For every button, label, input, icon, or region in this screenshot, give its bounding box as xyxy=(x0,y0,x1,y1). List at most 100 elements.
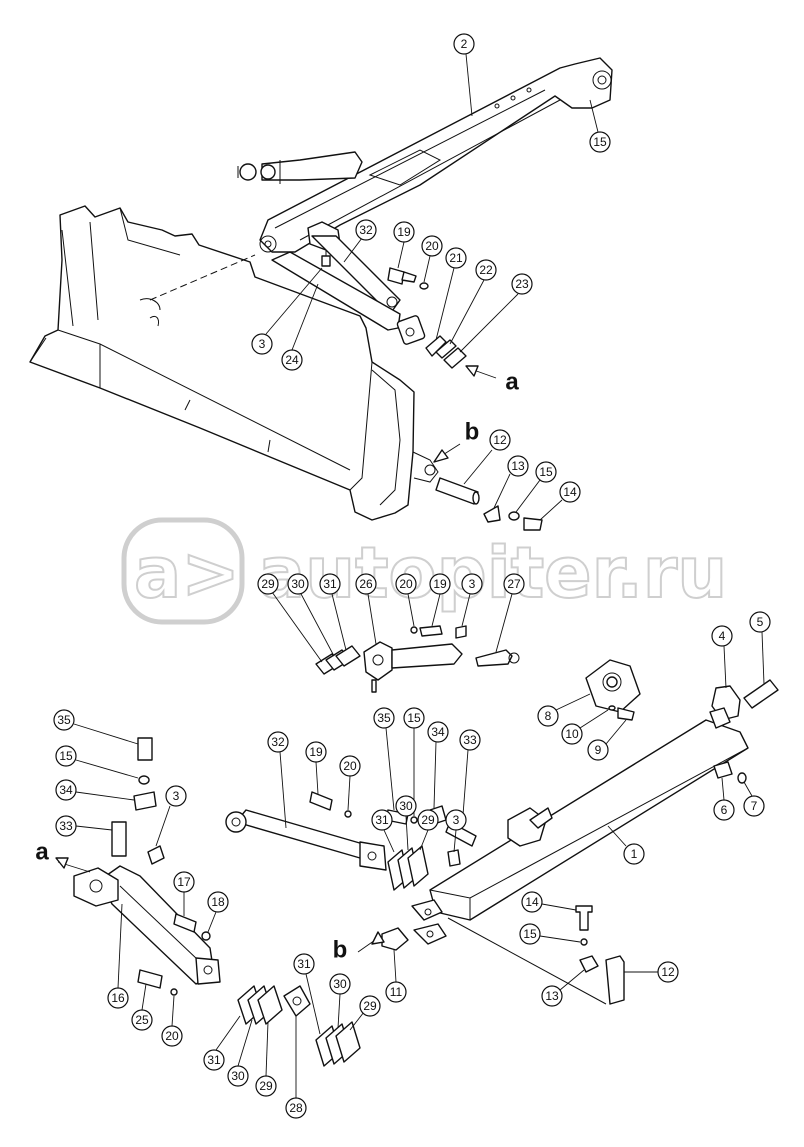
callout-2: 2 xyxy=(453,33,475,117)
svg-text:29: 29 xyxy=(421,813,435,827)
svg-text:11: 11 xyxy=(390,985,403,999)
bracket-8 xyxy=(585,659,641,721)
brace-upper xyxy=(271,235,426,345)
callout-15-left: 15 xyxy=(55,745,139,779)
svg-text:3: 3 xyxy=(453,813,460,827)
bolt-14-lower xyxy=(575,905,593,931)
lower-assembly: a b xyxy=(35,659,779,1067)
svg-text:31: 31 xyxy=(297,957,311,971)
svg-text:1: 1 xyxy=(631,847,638,861)
washer-20-lower-left xyxy=(170,988,178,996)
callout-20-lower: 20 xyxy=(339,755,361,811)
ref-letter-a-upper: a xyxy=(505,369,519,396)
svg-text:3: 3 xyxy=(173,789,180,803)
callout-35-left: 35 xyxy=(53,709,139,745)
callout-18: 18 xyxy=(207,891,229,933)
callout-13-lower: 13 xyxy=(541,969,585,1007)
svg-text:12: 12 xyxy=(661,965,675,979)
svg-text:31: 31 xyxy=(375,813,389,827)
callout-34-left: 34 xyxy=(55,779,135,801)
frame-arm xyxy=(259,57,613,253)
watermark-text: autopiter.ru xyxy=(258,532,727,614)
svg-text:19: 19 xyxy=(397,225,411,239)
svg-text:9: 9 xyxy=(595,743,602,757)
callout-4: 4 xyxy=(711,625,733,689)
callout-20-upper: 20 xyxy=(421,235,443,283)
callout-6: 6 xyxy=(713,777,735,821)
callout-8: 8 xyxy=(537,693,591,727)
svg-text:33: 33 xyxy=(59,819,73,833)
pin-12-lower xyxy=(605,955,625,1005)
callout-33-mid: 33 xyxy=(459,729,481,829)
callout-1: 1 xyxy=(607,825,645,865)
ref-letter-a-lower: a xyxy=(35,839,49,866)
plate-34-lower-left xyxy=(133,791,157,811)
wedge-11 xyxy=(381,927,409,951)
svg-text:35: 35 xyxy=(377,711,391,725)
callout-13-upper: 13 xyxy=(493,455,529,509)
arrowhead-b-lower xyxy=(371,931,385,945)
ref-letter-b-lower: b xyxy=(333,937,348,964)
callout-15-upper: 15 xyxy=(589,99,611,153)
pin-33-lower-left xyxy=(111,821,127,857)
svg-text:25: 25 xyxy=(135,1013,149,1027)
callout-3-left: 3 xyxy=(155,785,187,847)
svg-text:24: 24 xyxy=(285,353,299,367)
svg-text:34: 34 xyxy=(59,783,73,797)
callout-19-lower: 19 xyxy=(305,741,327,795)
svg-text:30: 30 xyxy=(291,577,305,591)
svg-text:32: 32 xyxy=(271,735,285,749)
watermark-logo-glyph: a> xyxy=(134,532,240,614)
svg-text:20: 20 xyxy=(399,577,413,591)
svg-text:27: 27 xyxy=(507,577,521,591)
svg-text:23: 23 xyxy=(515,277,529,291)
svg-text:3: 3 xyxy=(469,577,476,591)
svg-text:15: 15 xyxy=(59,749,73,763)
svg-text:13: 13 xyxy=(545,989,559,1003)
callout-31-middle: 31 xyxy=(319,573,347,651)
watermark-logo-frame xyxy=(121,517,245,625)
svg-text:21: 21 xyxy=(449,251,463,265)
callout-32-lower: 32 xyxy=(267,731,289,829)
callout-5: 5 xyxy=(749,611,771,685)
callout-33-left: 33 xyxy=(55,815,113,837)
callout-15-mid: 15 xyxy=(403,707,425,816)
callout-31-mid: 31 xyxy=(371,809,395,853)
svg-text:30: 30 xyxy=(399,799,413,813)
hardware-mid-right xyxy=(435,477,543,531)
callout-19-middle: 19 xyxy=(429,573,451,627)
brace-lower xyxy=(225,809,387,871)
bolt-25 xyxy=(137,969,163,989)
svg-text:13: 13 xyxy=(511,459,525,473)
callout-15-lower: 15 xyxy=(519,923,581,945)
callout-31-bottom-left: 31 xyxy=(203,1015,241,1071)
svg-text:29: 29 xyxy=(261,577,275,591)
callout-15-upper-mid: 15 xyxy=(515,461,557,513)
svg-text:33: 33 xyxy=(463,733,477,747)
callout-29-bottom-right: 29 xyxy=(349,995,381,1031)
svg-text:2: 2 xyxy=(461,37,468,51)
svg-text:18: 18 xyxy=(211,895,225,909)
ref-letter-b-upper: b xyxy=(465,419,480,446)
callout-29-mid: 29 xyxy=(417,809,439,851)
svg-text:15: 15 xyxy=(539,465,553,479)
svg-text:28: 28 xyxy=(289,1101,303,1115)
hardware-upper-right xyxy=(387,267,467,369)
svg-text:20: 20 xyxy=(343,759,357,773)
watermark: a> autopiter.ru xyxy=(121,517,728,625)
svg-text:15: 15 xyxy=(407,711,421,725)
callout-22: 22 xyxy=(449,259,497,345)
callout-12-lower: 12 xyxy=(624,961,679,983)
callout-20-lower-left: 20 xyxy=(161,995,183,1047)
washer-20-lower xyxy=(344,810,352,818)
callout-27: 27 xyxy=(495,573,525,653)
callout-11: 11 xyxy=(385,949,407,1003)
svg-text:31: 31 xyxy=(207,1053,221,1067)
svg-text:3: 3 xyxy=(259,337,266,351)
svg-text:7: 7 xyxy=(751,799,758,813)
callout-34-mid: 34 xyxy=(427,721,449,809)
svg-text:20: 20 xyxy=(425,239,439,253)
svg-text:31: 31 xyxy=(323,577,337,591)
